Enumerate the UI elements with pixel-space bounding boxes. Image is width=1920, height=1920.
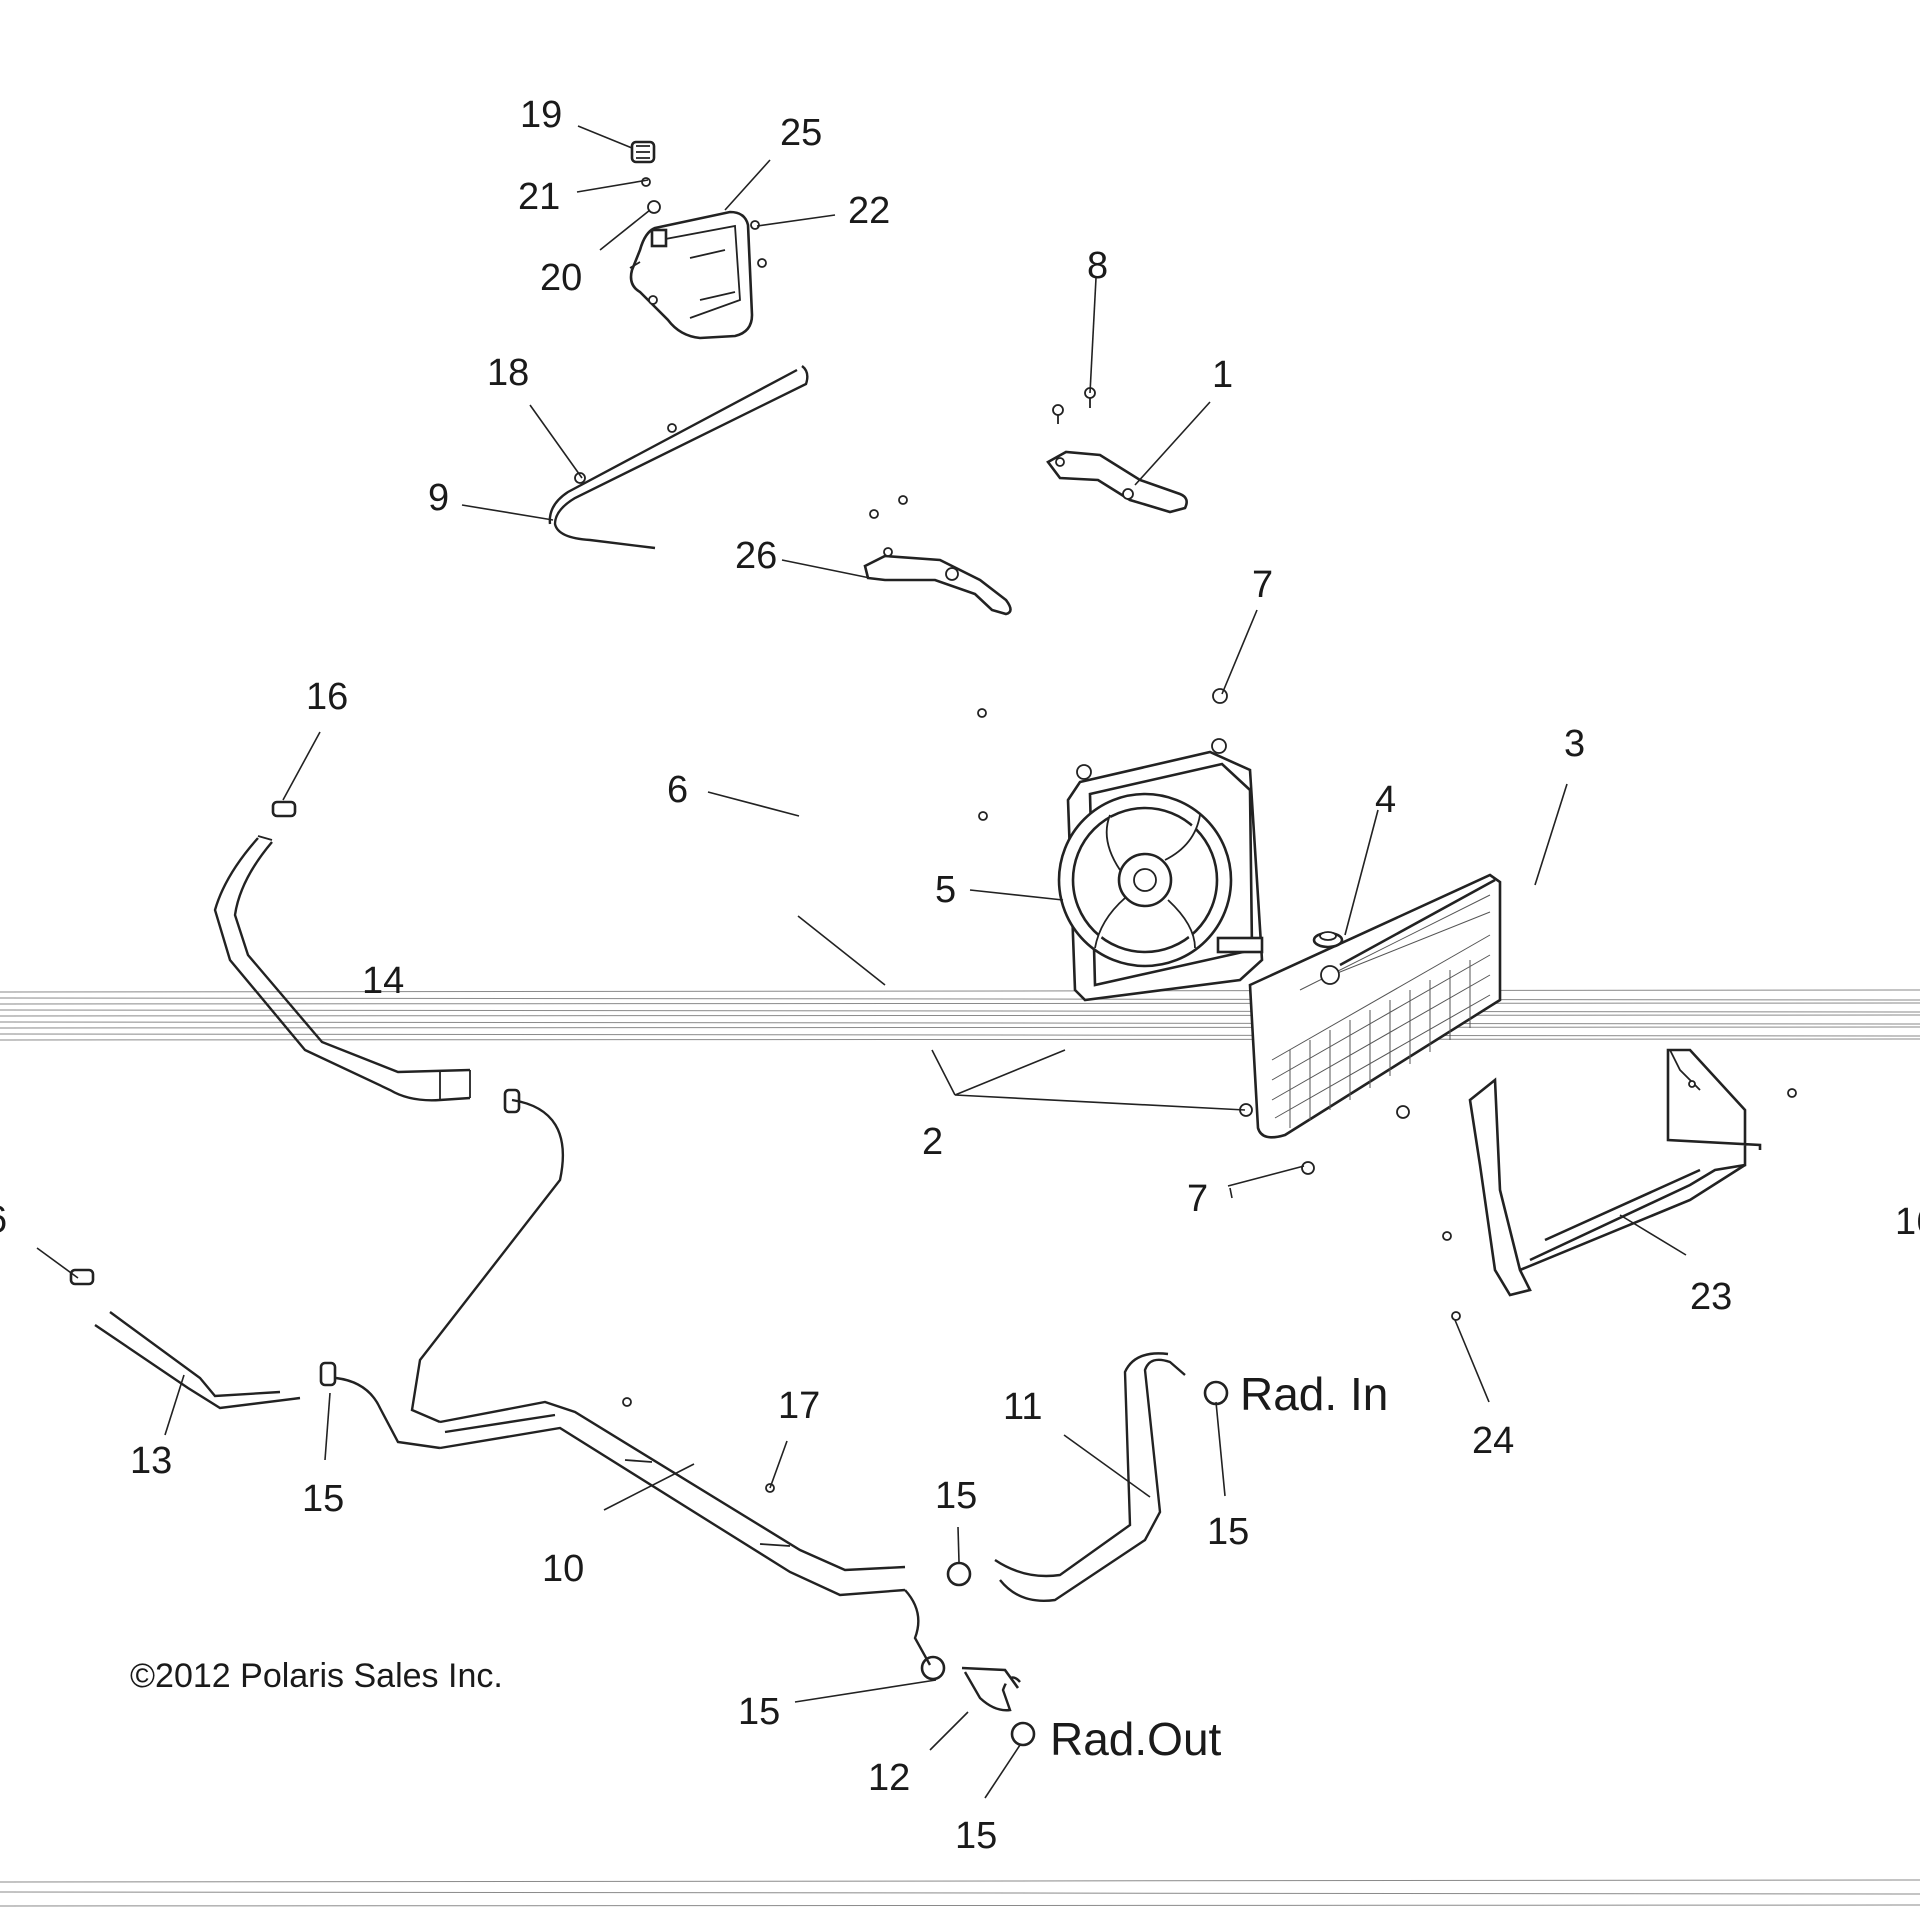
callout-6: 6 [667,769,688,811]
callout-10: 10 [542,1548,584,1590]
callout-18: 18 [487,352,529,394]
callout-15a: 15 [302,1478,344,1520]
radiator-cap [1312,931,1344,949]
coolant-reservoir [629,210,754,340]
callout-17: 17 [778,1385,820,1427]
overflow-hose [548,365,809,550]
cooling-fan-assembly [977,688,1264,1002]
callout-4: 4 [1375,779,1396,821]
callout-25: 25 [780,112,822,154]
radiator-outlet-hose [961,1666,1021,1712]
callout-13: 13 [130,1440,172,1482]
callout-14: 14 [362,960,404,1002]
callout-8: 8 [1087,245,1108,287]
callout-22: 22 [848,190,890,232]
callout-12: 12 [868,1757,910,1799]
lower-hose-13 [94,1311,301,1410]
callout-15d: 15 [738,1691,780,1733]
callout-20: 20 [540,257,582,299]
radiator-inlet-hose [994,1352,1186,1602]
callout-23: 23 [1690,1276,1732,1318]
callout-1: 1 [1212,354,1233,396]
callout-numbers: 19 25 21 22 20 8 1 18 9 26 7 16 6 3 4 5 … [0,94,1920,1857]
heater-return-line [335,1098,932,1666]
callout-24: 24 [1472,1420,1514,1462]
callout-11: 11 [1003,1386,1042,1428]
callout-15e: 15 [955,1815,997,1857]
mount-bracket-upper [1046,387,1188,514]
rad-in-label: Rad. In [1240,1368,1388,1420]
callout-15b: 15 [1207,1511,1249,1553]
callout-7b: 7 [1187,1178,1208,1220]
callout-9: 9 [428,477,449,519]
scan-noise-band [0,989,1920,1907]
callout-15c: 15 [935,1475,977,1517]
callout-7: 7 [1252,564,1273,606]
radiator-guard [1301,1048,1797,1321]
callout-16: 16 [306,676,348,718]
callout-21: 21 [518,176,560,218]
callout-19: 19 [520,94,562,136]
rad-out-label: Rad.Out [1050,1713,1222,1765]
callout-2: 2 [922,1121,943,1163]
radiator [1239,873,1502,1139]
mount-bracket-lower [863,495,1012,616]
callout-16b: 16 [1895,1201,1920,1243]
leader-lines [36,125,1687,1799]
copyright-notice: ©2012 Polaris Sales Inc. [130,1657,503,1695]
reservoir-cap [630,140,656,164]
upper-coolant-hose [213,835,471,1102]
callout-3: 3 [1564,723,1585,765]
callout-6b: 6 [0,1199,7,1241]
callout-26: 26 [735,535,777,577]
callout-5: 5 [935,869,956,911]
